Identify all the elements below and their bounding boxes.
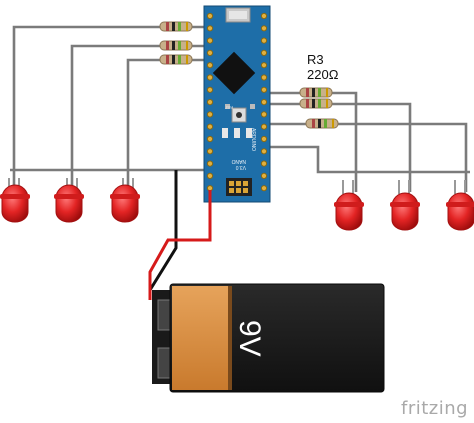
- header-pin: [206, 74, 214, 81]
- header-pin: [206, 148, 214, 155]
- header-pin: [260, 123, 268, 130]
- header-pin: [206, 12, 214, 20]
- header-pin: [206, 160, 214, 167]
- resistor-right-2: [299, 98, 333, 109]
- header-pin: [206, 172, 214, 179]
- board-version-label: V3.0: [235, 164, 246, 170]
- resistor-ref: R3: [307, 52, 324, 67]
- header-pin: [206, 123, 214, 130]
- header-pin: [260, 12, 268, 20]
- led-left-2: [54, 178, 84, 223]
- board-model-label: NANO: [231, 158, 246, 164]
- led-right-1: [334, 180, 364, 231]
- resistor-left-2: [159, 40, 193, 51]
- resistor-left-1: [159, 21, 193, 32]
- header-pin: [260, 111, 268, 118]
- led-left-1: [0, 178, 30, 223]
- battery-label-band: [172, 286, 228, 390]
- led-right-2: [390, 180, 420, 231]
- header-pin: [260, 74, 268, 81]
- header-pin: [206, 99, 214, 106]
- header-pin: [206, 49, 214, 57]
- board-rst-label: RST: [224, 105, 233, 110]
- arduino-nano-board: ARDUINO NANO V3.0 RST: [203, 5, 271, 203]
- header-pin: [206, 37, 214, 44]
- resistor-value: 220Ω: [307, 67, 339, 82]
- left-wiring: [10, 25, 206, 190]
- battery-wire-black: [148, 170, 178, 300]
- resistor-r3-label: R3 220Ω: [307, 52, 338, 82]
- led-right-3: [446, 180, 474, 231]
- header-pin: [260, 172, 268, 179]
- header-pin: [260, 25, 268, 32]
- header-pin: [260, 49, 268, 57]
- header-pin: [260, 135, 268, 143]
- header-pin: [260, 160, 268, 167]
- resistor-right-1: [299, 87, 333, 98]
- header-pin: [260, 148, 268, 155]
- battery-9v: 9V: [152, 283, 385, 393]
- icsp-header: [226, 178, 252, 196]
- header-pin: [260, 185, 268, 192]
- header-pin: [206, 111, 214, 118]
- left-pin-header: [206, 12, 214, 192]
- led-left-3: [110, 178, 140, 223]
- board-name-label: ARDUINO: [250, 128, 256, 151]
- resistor-left-3: [159, 54, 193, 65]
- header-pin: [206, 25, 214, 32]
- header-pin: [260, 86, 268, 93]
- microcontroller-chip: [212, 51, 256, 95]
- header-pin: [206, 62, 214, 69]
- header-pin: [260, 99, 268, 106]
- header-pin: [206, 135, 214, 143]
- right-wiring: [268, 91, 470, 192]
- header-pin: [260, 62, 268, 69]
- resistor-right-3: [305, 118, 339, 129]
- fritzing-watermark: fritzing: [401, 398, 469, 419]
- header-pin: [206, 86, 214, 93]
- right-pin-header: [260, 12, 268, 192]
- battery-voltage-label: 9V: [233, 320, 266, 357]
- battery-wire-red: [148, 190, 212, 300]
- header-pin: [260, 37, 268, 44]
